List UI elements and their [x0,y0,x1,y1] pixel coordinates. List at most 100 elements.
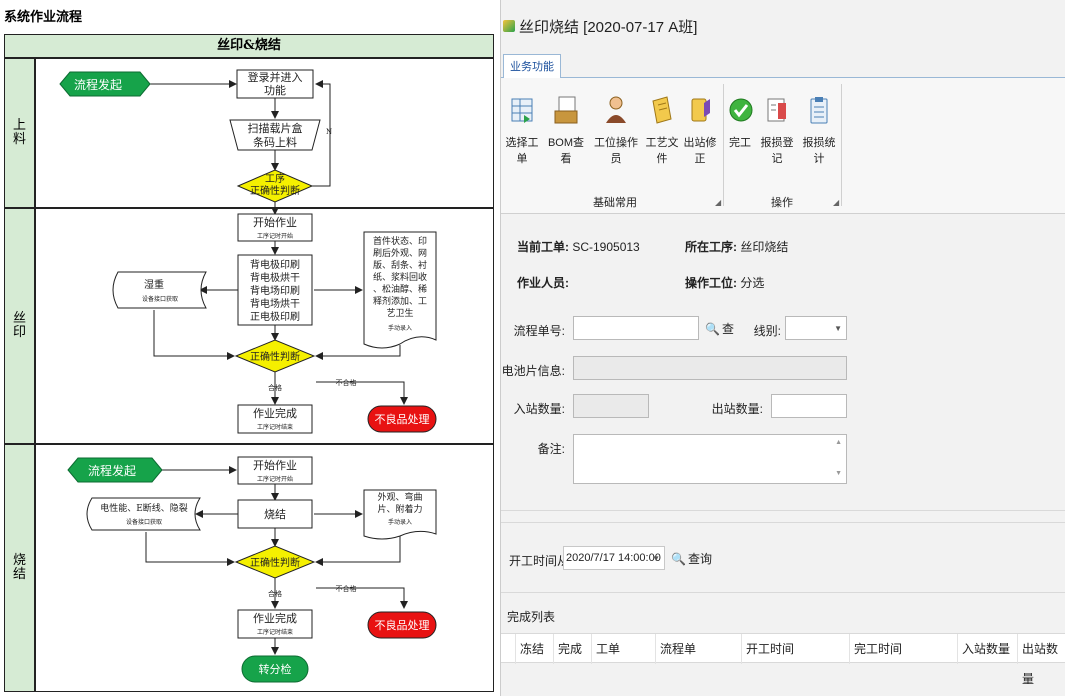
select-work-order-button[interactable]: 选择工单 [505,90,539,166]
svg-text:版、刮条、衬: 版、刮条、衬 [373,259,427,271]
start-time-label: 开工时间从: [509,554,573,568]
complete-icon [727,90,755,130]
in-qty-label: 入站数量: [513,402,565,416]
group-label-operation: 操作 [771,197,793,209]
group-expander-icon[interactable]: ◢ [833,198,840,207]
outbound-fix-icon [686,90,714,130]
svg-text:释剂添加、工: 释剂添加、工 [373,295,427,307]
flowchart-diagram: 流程发起 登录并进入 功能 扫描载片盒 条码上料 工序 正确性判断 N 开始作业… [59,69,437,683]
note-textarea[interactable]: ▲ ▼ [573,434,847,484]
column-header[interactable]: 出站数量 [1017,634,1065,686]
svg-text:正电极印刷: 正电极印刷 [250,310,300,323]
svg-text:不良品处理: 不良品处理 [375,412,430,426]
flowchart-panel: 系统作业流程 丝印&烧结 上料 丝印 烧结 [0,0,498,696]
svg-text:首件状态、印: 首件状态、印 [373,235,427,247]
column-header[interactable]: 完成 [553,634,591,664]
divider [501,510,1065,511]
column-header[interactable]: 入站数量 [957,634,1017,664]
operator-icon [602,90,630,130]
group-expander-icon[interactable]: ◢ [715,198,722,207]
lane-label-printing: 丝印 [4,208,35,444]
column-header[interactable]: 工单 [591,634,655,664]
loss-register-icon [763,90,791,130]
svg-text:烧结: 烧结 [264,508,286,521]
loss-stats-icon [805,90,833,130]
svg-text:正确性判断: 正确性判断 [250,556,300,569]
tab-business-functions[interactable]: 业务功能 [503,54,561,78]
svg-text:作业完成: 作业完成 [253,406,297,420]
divider [501,592,1065,593]
chevron-down-icon: ▼ [834,324,842,333]
search-icon: 🔍 [671,551,686,566]
svg-text:不合格: 不合格 [336,378,357,387]
svg-text:登录并进入: 登录并进入 [248,70,303,84]
svg-text:手动录入: 手动录入 [388,324,412,332]
lane-label-sintering: 烧结 [4,444,35,692]
svg-text:正确性判断: 正确性判断 [250,350,300,363]
svg-text:背电极烘干: 背电极烘干 [250,271,300,284]
column-header[interactable]: 开工时间 [741,634,849,664]
svg-text:合格: 合格 [268,383,282,392]
chevron-down-icon: ▼ [652,554,660,563]
svg-text:开始作业: 开始作业 [253,215,297,229]
loss-register-button[interactable]: 报损登记 [757,90,797,166]
svg-text:背电极印刷: 背电极印刷 [250,258,300,271]
flow-no-input[interactable] [573,316,699,340]
work-order-info: 当前工单: SC-1905013 [517,240,640,254]
column-header[interactable]: 流程单 [655,634,741,664]
svg-text:功能: 功能 [264,83,286,97]
bom-view-button[interactable]: BOM查看 [545,90,587,166]
svg-text:纸、浆料回收: 纸、浆料回收 [373,271,427,283]
window-title: 丝印烧结 [2020-07-17 A班] [519,18,698,36]
column-header[interactable]: 完工时间 [849,634,957,664]
svg-text:工序: 工序 [265,172,285,185]
bom-icon [552,90,580,130]
column-header[interactable]: 冻结 [515,634,553,664]
scroll-down-icon[interactable]: ▼ [835,470,842,477]
search-icon: 🔍 [705,321,720,336]
svg-text:扫描载片盒: 扫描载片盒 [248,121,303,135]
svg-text:背电场印刷: 背电场印刷 [250,284,300,297]
line-label: 线别: [753,324,781,338]
note-label: 备注: [537,442,565,456]
start-node-1: 流程发起 [74,77,122,92]
station-operator-button[interactable]: 工位操作员 [591,90,641,166]
cell-info-input[interactable] [573,356,847,380]
process-file-icon [648,90,676,130]
svg-text:N: N [326,128,332,136]
cell-info-label: 电池片信息: [501,364,565,378]
loss-stats-button[interactable]: 报损统计 [799,90,839,166]
flow-no-label: 流程单号: [513,324,565,338]
ribbon: 选择工单 BOM查看 工位操作员 工艺文件 出站修正 [501,78,1065,214]
svg-text:工序记时结束: 工序记时结束 [257,423,293,431]
group-separator [723,84,724,206]
svg-text:设备接口获取: 设备接口获取 [126,518,162,526]
operator-info: 作业人员: [517,276,569,290]
in-qty-input[interactable] [573,394,649,418]
complete-button[interactable]: 完工 [727,90,753,150]
svg-text:转分检: 转分检 [259,662,292,676]
svg-text:刷后外观、网: 刷后外观、网 [373,247,427,259]
svg-text:合格: 合格 [268,589,282,598]
svg-text:外观、弯曲: 外观、弯曲 [377,491,422,503]
outbound-fix-button[interactable]: 出站修正 [681,90,719,166]
line-select[interactable]: ▼ [785,316,847,340]
svg-text:工序记时开始: 工序记时开始 [257,475,293,483]
completed-list-title: 完成列表 [507,610,556,624]
out-qty-label: 出站数量: [711,402,763,416]
work-order-icon [508,90,536,130]
flow-no-search-button[interactable]: 🔍 查 [705,321,734,337]
divider [501,522,1065,523]
flowchart-title: 系统作业流程 [4,10,83,25]
svg-text:不良品处理: 不良品处理 [375,618,430,632]
app-icon [503,20,515,32]
svg-text:不合格: 不合格 [336,584,357,593]
svg-text:工序记时结束: 工序记时结束 [257,628,293,636]
svg-text:开始作业: 开始作业 [253,458,297,472]
scroll-up-icon[interactable]: ▲ [835,439,842,446]
completed-list-header: 冻结 完成 工单 流程单 开工时间 完工时间 入站数量 出站数量 [501,633,1065,686]
out-qty-input[interactable] [771,394,847,418]
process-file-button[interactable]: 工艺文件 [643,90,681,166]
start-time-input[interactable]: 2020/7/17 14:00:00 ▼ [563,546,665,570]
query-button[interactable]: 🔍 查询 [671,551,712,567]
